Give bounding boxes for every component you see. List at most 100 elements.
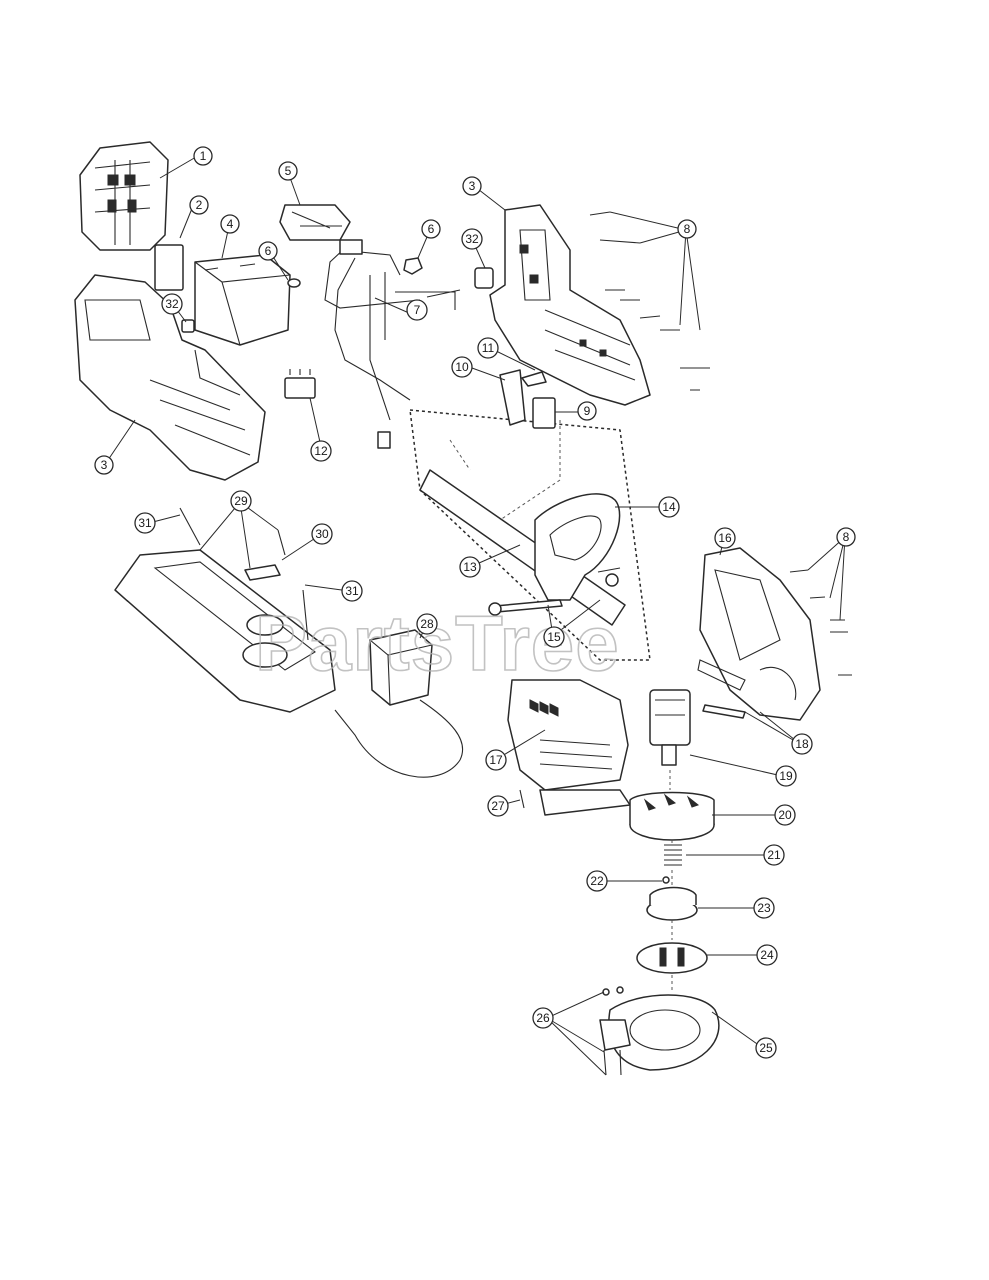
callout-26: 26	[532, 1007, 554, 1029]
part-7-wire-harness	[324, 239, 456, 449]
callout-22: 22	[586, 870, 608, 892]
svg-text:2: 2	[196, 198, 203, 212]
svg-text:12: 12	[314, 444, 328, 458]
callout-3: 3	[94, 455, 114, 475]
part-17-motor-cover	[507, 679, 631, 816]
part-23-spool	[646, 886, 698, 921]
callout-6: 6	[258, 241, 278, 261]
svg-text:19: 19	[779, 769, 793, 783]
svg-text:3: 3	[469, 179, 476, 193]
part-18-brushes	[702, 704, 746, 719]
svg-text:26: 26	[536, 1011, 550, 1025]
part-4-battery	[194, 254, 291, 346]
callout-32: 32	[161, 293, 183, 315]
callout-27: 27	[487, 795, 509, 817]
svg-text:16: 16	[718, 531, 732, 545]
callout-16: 16	[714, 527, 736, 549]
svg-text:5: 5	[285, 164, 292, 178]
svg-text:3: 3	[101, 458, 108, 472]
callout-28: 28	[416, 613, 438, 635]
part-27-screw	[519, 789, 525, 809]
svg-text:8: 8	[684, 222, 691, 236]
callout-12: 12	[310, 440, 332, 462]
svg-text:4: 4	[227, 217, 234, 231]
callout-32: 32	[461, 228, 483, 250]
svg-text:29: 29	[234, 494, 248, 508]
part-8-screws-upper	[589, 211, 710, 391]
callout-3: 3	[462, 176, 482, 196]
callout-10: 10	[451, 356, 473, 378]
svg-text:8: 8	[843, 530, 850, 544]
svg-text:32: 32	[465, 232, 479, 246]
svg-text:25: 25	[759, 1041, 773, 1055]
callout-20: 20	[774, 804, 796, 826]
part-22-screw	[662, 876, 670, 884]
svg-text:22: 22	[590, 874, 604, 888]
part-9-10-11-trigger	[499, 369, 556, 429]
part-21-spring	[664, 844, 682, 866]
callout-17: 17	[485, 749, 507, 771]
callout-15: 15	[543, 626, 565, 648]
callout-13: 13	[459, 556, 481, 578]
watermark-text: PartsTree	[255, 599, 620, 687]
callout-30: 30	[311, 523, 333, 545]
callout-6: 6	[421, 219, 441, 239]
callout-8: 8	[677, 219, 697, 239]
svg-text:30: 30	[315, 527, 329, 541]
svg-text:31: 31	[345, 584, 359, 598]
callout-31: 31	[134, 512, 156, 534]
svg-text:10: 10	[455, 360, 469, 374]
part-15-bolt	[488, 567, 621, 616]
svg-text:11: 11	[482, 341, 495, 355]
svg-text:27: 27	[491, 799, 505, 813]
part-charger-base	[114, 507, 464, 778]
callout-23: 23	[753, 897, 775, 919]
svg-text:14: 14	[662, 500, 676, 514]
svg-text:6: 6	[265, 244, 272, 258]
svg-text:1: 1	[200, 149, 207, 163]
callout-21: 21	[763, 844, 785, 866]
callout-25: 25	[755, 1037, 777, 1059]
callout-24: 24	[756, 944, 778, 966]
part-3-housing-left	[74, 274, 266, 481]
svg-text:21: 21	[767, 848, 781, 862]
callout-31: 31	[341, 580, 363, 602]
svg-text:9: 9	[584, 404, 591, 418]
callout-4: 4	[220, 214, 240, 234]
svg-text:7: 7	[414, 303, 421, 317]
svg-text:17: 17	[489, 753, 503, 767]
svg-text:6: 6	[428, 222, 435, 236]
part-2-pad	[154, 244, 184, 291]
part-28-adapter	[369, 629, 433, 706]
part-5-bracket	[279, 204, 351, 241]
callout-7: 7	[406, 299, 428, 321]
callout-1: 1	[193, 146, 213, 166]
svg-text:32: 32	[165, 297, 179, 311]
callout-18: 18	[791, 733, 813, 755]
callout-19: 19	[775, 765, 797, 787]
callout-9: 9	[577, 401, 597, 421]
part-25-guard	[599, 994, 720, 1071]
svg-text:20: 20	[778, 808, 792, 822]
projection-lines	[449, 420, 673, 990]
part-20-fan	[629, 791, 715, 841]
svg-text:13: 13	[463, 560, 477, 574]
callout-11: 11	[477, 337, 499, 359]
svg-text:18: 18	[795, 737, 809, 751]
svg-text:15: 15	[547, 630, 561, 644]
part-16-motor-housing	[697, 547, 821, 721]
part-14-handle	[534, 493, 621, 601]
part-19-motor	[649, 689, 691, 766]
part-24-spool-housing	[636, 942, 708, 974]
part-32-cap	[181, 267, 494, 333]
part-12-switch	[284, 369, 316, 399]
svg-text:23: 23	[757, 901, 771, 915]
callout-14: 14	[658, 496, 680, 518]
part-1-battery-cover	[79, 141, 169, 251]
callout-2: 2	[189, 195, 209, 215]
callout-5: 5	[278, 161, 298, 181]
callout-29: 29	[230, 490, 252, 512]
part-6-knob	[287, 257, 423, 288]
part-8-screws-lower	[789, 569, 852, 676]
